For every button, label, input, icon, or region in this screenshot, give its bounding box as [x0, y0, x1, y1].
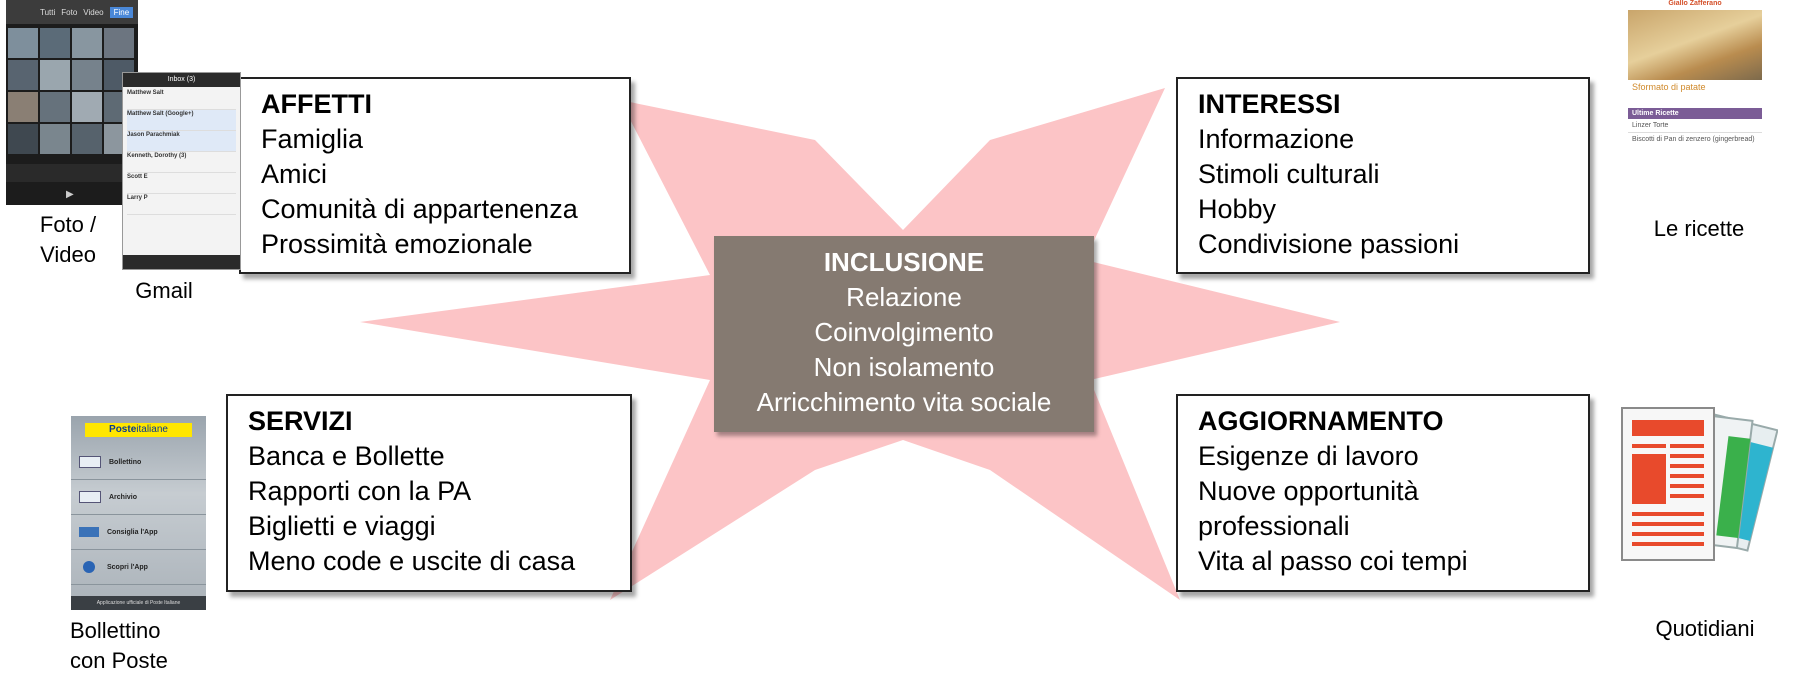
gmail-row: Jason Parachmiak — [127, 131, 236, 152]
poste-screenshot: Posteitaliane Bollettino Archivio Consig… — [71, 416, 206, 610]
foto-tab: Foto — [61, 7, 78, 17]
inclusione-title: INCLUSIONE — [823, 247, 985, 277]
newspaper-icon — [1621, 407, 1778, 561]
ricette-meta-row — [1628, 94, 1762, 108]
foto-tab: Tutti — [40, 7, 56, 17]
poste-menu-item: Bollettino — [71, 445, 206, 480]
interessi-line: Informazione — [1198, 124, 1355, 154]
affetti-line: Prossimità emozionale — [261, 229, 533, 259]
aggiornamento-box: AGGIORNAMENTO Esigenze di lavoro Nuove o… — [1176, 394, 1590, 592]
ricette-item: Biscotti di Pan di zenzero (gingerbread) — [1632, 136, 1755, 143]
caption-quotidiani: Quotidiani — [1655, 616, 1755, 641]
caption-foto-line: Video — [40, 242, 96, 267]
gmail-bottom-bar — [123, 255, 240, 269]
aggiornamento-line: professionali — [1198, 511, 1350, 541]
interessi-box: INTERESSI Informazione Stimoli culturali… — [1176, 77, 1590, 274]
gmail-row: Matthew Salt — [127, 89, 236, 110]
share-icon — [79, 527, 99, 537]
poste-logo-b: italiane — [136, 424, 168, 435]
gmail-sender: Larry P — [127, 195, 148, 201]
caption-ricette: Le ricette — [1653, 216, 1745, 241]
envelope-icon — [79, 456, 101, 468]
inclusione-line: Relazione — [846, 282, 962, 312]
interessi-line: Hobby — [1198, 194, 1277, 224]
gmail-sender: Matthew Salt — [127, 90, 164, 96]
gmail-sender: Matthew Salt (Google+) — [127, 111, 194, 117]
affetti-line: Amici — [261, 159, 327, 189]
caption-foto-line: Foto / — [39, 212, 97, 237]
foto-tab: Video — [83, 7, 104, 17]
poste-menu: Bollettino Archivio Consiglia l'App Scop… — [71, 445, 206, 585]
poste-logo-bar: Posteitaliane — [85, 423, 192, 437]
foto-tabs-bar: Tutti Foto Video Fine — [6, 0, 138, 24]
inclusione-line: Coinvolgimento — [814, 317, 994, 347]
photo-grid — [6, 28, 138, 182]
gmail-sender: Jason Parachmiak — [127, 132, 180, 138]
info-icon — [83, 561, 95, 573]
poste-menu-item: Scopri l'App — [71, 550, 206, 585]
caption-bollettino: Bollettino con Poste — [70, 616, 170, 676]
interessi-line: Stimoli culturali — [1198, 159, 1380, 189]
gmail-row: Scott E — [127, 173, 236, 194]
ricette-dish-title: Sformato di patate — [1632, 82, 1706, 92]
inclusione-line: Arricchimento vita sociale — [756, 387, 1052, 417]
poste-menu-label: Consiglia l'App — [107, 528, 158, 536]
foto-video-screenshot: Tutti Foto Video Fine ▶ — [6, 0, 138, 205]
gmail-sender: Scott E — [127, 174, 148, 180]
poste-footer: Applicazione ufficiale di Poste Italiane — [71, 596, 206, 610]
poste-menu-label: Scopri l'App — [107, 563, 148, 571]
aggiornamento-line: Nuove opportunità — [1198, 476, 1419, 506]
servizi-box: SERVIZI Banca e Bollette Rapporti con la… — [226, 394, 632, 592]
servizi-line: Rapporti con la PA — [248, 476, 472, 506]
gmail-header: Inbox (3) — [123, 73, 240, 87]
caption-bollettino-line: Bollettino — [70, 618, 161, 643]
servizi-title: SERVIZI — [248, 406, 353, 436]
ricette-logo: Giallo Zafferano — [1668, 0, 1722, 7]
affetti-line: Comunità di appartenenza — [261, 194, 578, 224]
servizi-line: Biglietti e viaggi — [248, 511, 436, 541]
affetti-title: AFFETTI — [261, 89, 372, 119]
cake-photo — [1628, 10, 1762, 80]
gmail-screenshot: Inbox (3) Matthew Salt Matthew Salt (Goo… — [122, 72, 241, 270]
gmail-sender: Kenneth, Dorothy (3) — [127, 153, 187, 159]
aggiornamento-line: Esigenze di lavoro — [1198, 441, 1419, 471]
aggiornamento-line: Vita al passo coi tempi — [1198, 546, 1468, 576]
caption-bollettino-line: con Poste — [70, 648, 168, 673]
poste-menu-label: Bollettino — [109, 458, 142, 466]
gmail-row: Larry P — [127, 194, 236, 215]
ricette-item: Linzer Torte — [1628, 119, 1762, 133]
poste-menu-item: Archivio — [71, 480, 206, 515]
ricette-screenshot: Giallo Zafferano Sformato di patate Ulti… — [1628, 0, 1762, 186]
poste-menu-label: Archivio — [109, 493, 138, 501]
affetti-box: AFFETTI Famiglia Amici Comunità di appar… — [239, 77, 631, 274]
gmail-list: Matthew Salt Matthew Salt (Google+) Jaso… — [123, 87, 240, 217]
interessi-line: Condivisione passioni — [1198, 229, 1460, 259]
caption-gmail: Gmail — [135, 278, 193, 303]
gmail-row: Matthew Salt (Google+) — [127, 110, 236, 131]
affetti-line: Famiglia — [261, 124, 364, 154]
foto-done-button: Fine — [109, 6, 134, 18]
inclusione-line: Non isolamento — [813, 352, 995, 382]
gmail-inbox-label: Inbox (3) — [167, 76, 196, 83]
gmail-row: Kenneth, Dorothy (3) — [127, 152, 236, 173]
servizi-line: Banca e Bollette — [248, 441, 445, 471]
poste-logo-a: Poste — [109, 424, 137, 435]
poste-menu-item: Consiglia l'App — [71, 515, 206, 550]
ricette-section-header: Ultime Ricette — [1628, 108, 1762, 119]
caption-foto-video: Foto / Video — [28, 210, 108, 270]
servizi-line: Meno code e uscite di casa — [248, 546, 576, 576]
aggiornamento-title: AGGIORNAMENTO — [1198, 406, 1444, 436]
archive-icon — [79, 491, 101, 503]
inclusione-box: INCLUSIONE Relazione Coinvolgimento Non … — [714, 236, 1094, 432]
interessi-title: INTERESSI — [1198, 89, 1341, 119]
play-icon: ▶ — [66, 189, 74, 200]
